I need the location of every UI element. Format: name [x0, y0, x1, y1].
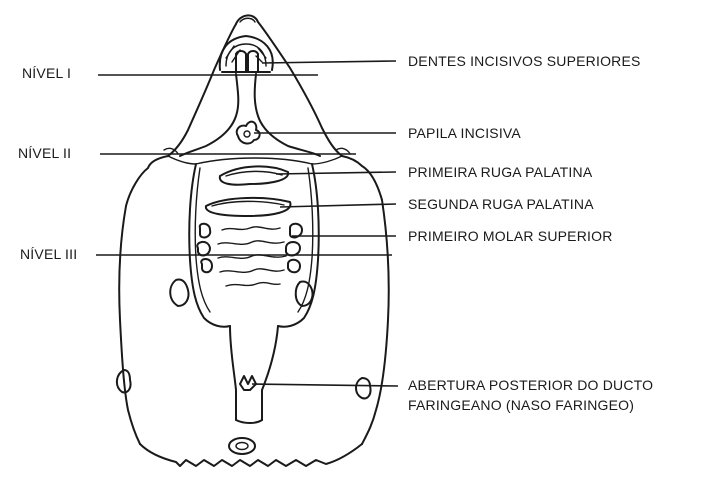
bullae: [117, 370, 371, 398]
duct-leader: [252, 384, 398, 386]
level-1-label: NÍVEL I: [22, 64, 71, 82]
level-3-label: NÍVEL III: [20, 245, 77, 263]
first-upper-molar-label: PRIMEIRO MOLAR SUPERIOR: [408, 227, 613, 245]
posterior-opening-label-line1: ABERTURA POSTERIOR DO DUCTO: [408, 376, 653, 394]
incisive-papilla-label: PAPILA INCISIVA: [408, 124, 521, 142]
first-ruga-leader: [276, 172, 396, 174]
first-palatal-ruga-label: PRIMEIRA RUGA PALATINA: [408, 163, 592, 181]
nasopharyngeal-duct: [230, 326, 278, 423]
leader-lines: [252, 61, 398, 386]
skull-outline: [119, 200, 389, 466]
upper-molars: [197, 224, 302, 273]
level-lines: [96, 75, 392, 255]
incisors-leader: [262, 61, 396, 63]
level-2-label: NÍVEL II: [18, 144, 71, 162]
posterior-opening-label-line2: FARINGEANO (NASO FARINGEO): [408, 396, 634, 414]
upper-incisors-label: DENTES INCISIVOS SUPERIORES: [408, 52, 641, 70]
palatal-rugae: [206, 166, 291, 286]
basisphenoid-foramen: [229, 438, 255, 454]
second-palatal-ruga-label: SEGUNDA RUGA PALATINA: [408, 195, 594, 213]
second-ruga-leader: [280, 204, 396, 207]
